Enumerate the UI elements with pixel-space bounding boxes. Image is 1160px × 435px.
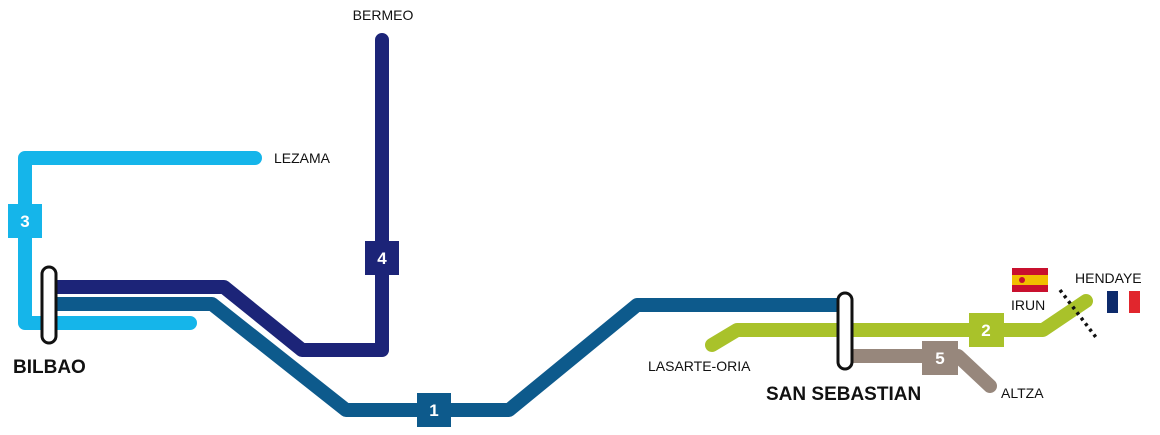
line-2-badge-label: 2: [981, 321, 990, 340]
station-label-altza[interactable]: ALTZA: [1001, 385, 1044, 401]
station-label-lezama[interactable]: LEZAMA: [274, 150, 331, 166]
line-3-track: [18, 151, 262, 330]
spain-flag-middle: [1012, 275, 1048, 285]
station-label-lasarte-oria[interactable]: LASARTE-ORIA: [648, 358, 751, 374]
line-4-badge[interactable]: [365, 241, 399, 275]
line-5-badge[interactable]: [922, 341, 958, 375]
line-1-badge[interactable]: [417, 393, 451, 427]
line-4-badge-label: 4: [377, 249, 387, 268]
station-label-hendaye[interactable]: HENDAYE: [1075, 270, 1142, 286]
line-4: 4: [51, 33, 399, 357]
san-sebastian-interchange[interactable]: [836, 291, 854, 371]
station-label-bilbao[interactable]: BILBAO: [13, 357, 86, 378]
line-3: 3: [8, 151, 262, 330]
line-2: 2: [705, 294, 1093, 352]
spain-flag-top: [1012, 268, 1048, 275]
line-3-badge-label: 3: [20, 212, 29, 231]
france-flag-icon: [1107, 291, 1140, 313]
line-3-badge[interactable]: [8, 204, 42, 238]
line-1-badge-label: 1: [429, 401, 438, 420]
line-2-track: [705, 294, 1093, 352]
station-label-irun[interactable]: IRUN: [1011, 297, 1045, 313]
line-5-track: [841, 349, 997, 393]
line-1: 1: [51, 297, 852, 427]
station-label-bermeo[interactable]: BERMEO: [353, 7, 414, 23]
france-flag-red: [1129, 291, 1140, 313]
station-label-san-sebastian[interactable]: SAN SEBASTIAN: [766, 384, 921, 405]
line-5: 5: [841, 341, 997, 393]
spain-flag-bottom: [1012, 285, 1048, 292]
bilbao-interchange[interactable]: [40, 265, 58, 345]
france-flag-white: [1118, 291, 1129, 313]
line-2-badge[interactable]: [969, 313, 1004, 347]
spain-flag-icon: [1012, 268, 1048, 292]
france-flag-blue: [1107, 291, 1118, 313]
line-5-badge-label: 5: [935, 349, 944, 368]
spain-flag-emblem: [1019, 277, 1025, 283]
